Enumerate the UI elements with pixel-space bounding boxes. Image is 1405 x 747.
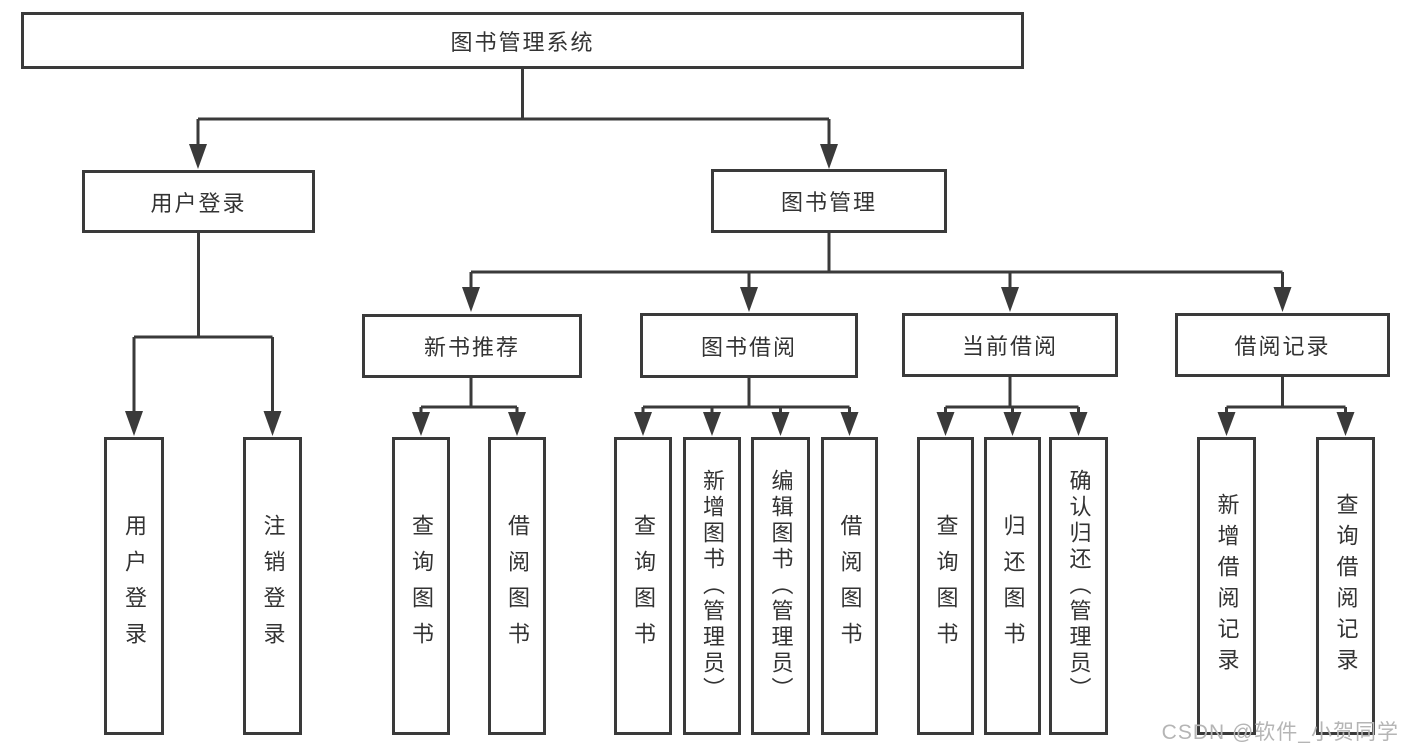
arrowhead — [936, 412, 955, 436]
node-current-borrow: 当前借阅 — [902, 313, 1118, 377]
arrowhead — [820, 144, 838, 169]
arrowhead — [740, 287, 758, 312]
leaf-edit-books-admin: 编辑图书（管理员） — [751, 437, 810, 735]
arrowhead — [840, 412, 859, 436]
arrowhead — [263, 411, 282, 436]
leaf-confirm-return-admin: 确认归还（管理员） — [1049, 437, 1108, 735]
leaf-return-books: 归还图书 — [984, 437, 1041, 735]
leaf-query-books-recommend: 查询图书 — [392, 437, 450, 735]
node-book-management: 图书管理 — [711, 169, 947, 233]
leaf-borrow-books: 借阅图书 — [821, 437, 878, 735]
leaf-logout: 注销登录 — [243, 437, 302, 735]
leaf-query-borrow-record: 查询借阅记录 — [1316, 437, 1375, 735]
arrowhead — [703, 412, 721, 436]
arrowhead — [189, 144, 207, 169]
arrowhead — [508, 412, 526, 436]
leaf-borrow-books-recommend: 借阅图书 — [488, 437, 546, 735]
leaf-user-login: 用户登录 — [104, 437, 164, 735]
arrowhead — [771, 412, 790, 436]
leaf-add-books-admin: 新增图书（管理员） — [683, 437, 741, 735]
node-user-login: 用户登录 — [82, 170, 315, 233]
arrowhead — [462, 287, 480, 312]
arrowhead — [1217, 412, 1236, 436]
leaf-query-books-borrow: 查询图书 — [614, 437, 672, 735]
arrowhead — [412, 412, 430, 436]
arrowhead — [1003, 412, 1022, 436]
node-new-book-recommend: 新书推荐 — [362, 314, 582, 378]
leaf-query-books-current: 查询图书 — [917, 437, 974, 735]
arrowhead — [634, 412, 652, 436]
node-book-borrow: 图书借阅 — [640, 313, 858, 378]
arrowhead — [1336, 412, 1355, 436]
arrowhead — [1069, 412, 1088, 436]
node-borrow-records: 借阅记录 — [1175, 313, 1390, 377]
arrowhead — [1273, 287, 1292, 312]
leaf-add-borrow-record: 新增借阅记录 — [1197, 437, 1256, 735]
arrowhead — [125, 411, 143, 436]
arrowhead — [1001, 287, 1019, 312]
node-library-management-system: 图书管理系统 — [21, 12, 1024, 69]
watermark-text: CSDN @软件_小贺同学 — [1161, 721, 1399, 744]
